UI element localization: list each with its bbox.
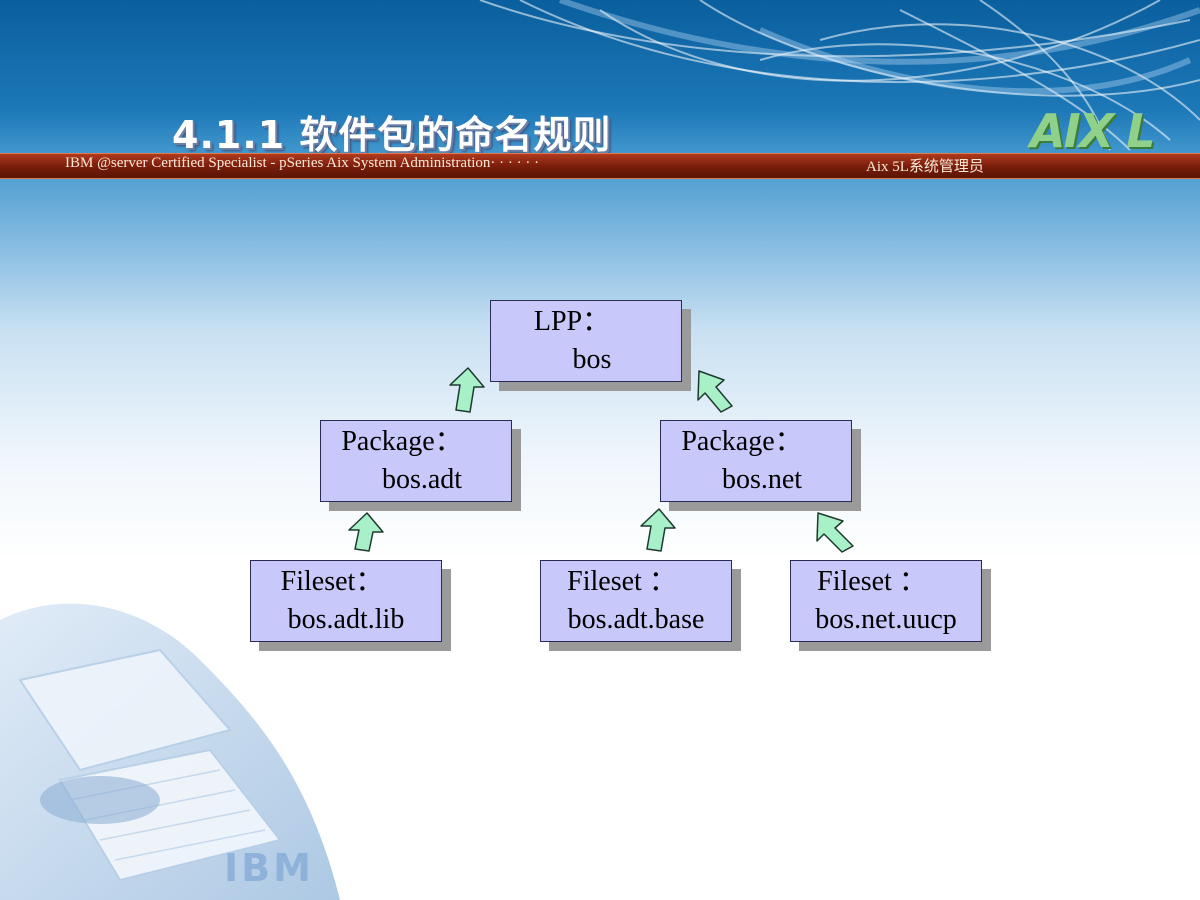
desk-photo-decoration <box>0 603 340 900</box>
arrow-uucp-to-net <box>816 512 854 553</box>
node-package-net: Package： bos.net <box>660 420 852 502</box>
aix-logo: AIX L <box>1030 104 1156 158</box>
node-fileset-uucp-label: Fileset ： <box>817 566 927 597</box>
node-package-adt-label: Package： <box>341 426 463 457</box>
node-package-adt: Package： bos.adt <box>320 420 512 502</box>
node-package-net-label: Package： <box>681 426 803 457</box>
ibm-watermark: IBM <box>224 846 314 890</box>
band-right-text: Aix 5L系统管理员 <box>866 159 984 175</box>
node-fileset-base: Fileset ： bos.adt.base <box>540 560 732 642</box>
node-fileset-lib: Fileset： bos.adt.lib <box>250 560 442 642</box>
header-band <box>0 153 1200 179</box>
node-fileset-lib-value: bos.adt.lib <box>287 604 405 635</box>
page-title: 4.1.1 软件包的命名规则 <box>172 113 612 157</box>
arrow-lib-to-adt <box>348 512 384 552</box>
arrow-net-to-lpp <box>697 370 733 413</box>
arrow-adt-to-lpp <box>449 367 485 413</box>
node-package-net-value: bos.net <box>721 464 803 495</box>
node-lpp: LPP： bos <box>490 300 682 382</box>
node-fileset-uucp: Fileset ： bos.net.uucp <box>790 560 982 642</box>
band-left-text: IBM @server Certified Specialist - pSeri… <box>65 155 540 171</box>
node-lpp-value: bos <box>572 344 612 375</box>
node-fileset-base-value: bos.adt.base <box>567 604 705 635</box>
node-fileset-lib-label: Fileset： <box>280 566 384 597</box>
node-lpp-label: LPP： <box>533 306 611 337</box>
arrow-base-to-net <box>640 508 676 552</box>
node-package-adt-value: bos.adt <box>381 464 463 495</box>
node-fileset-uucp-value: bos.net.uucp <box>815 604 957 635</box>
node-fileset-base-label: Fileset ： <box>567 566 677 597</box>
